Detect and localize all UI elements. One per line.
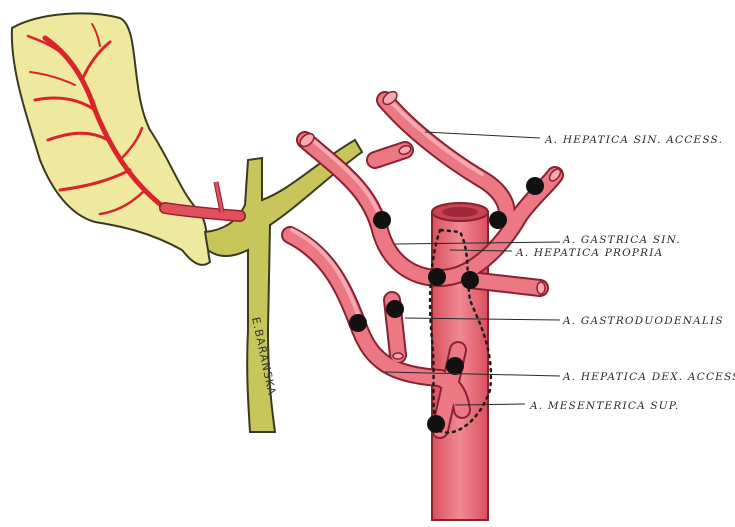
ligature-dot [461,271,479,289]
ligature-dot [446,357,464,375]
ligature-dot [489,211,507,229]
ligature-dot [526,177,544,195]
ligature-dot [349,314,367,332]
ligature-dot [427,415,445,433]
label-hepatica-sin-access: A. HEPATICA SIN. ACCESS. [544,134,723,146]
arteries [290,89,563,430]
liver [12,13,210,264]
label-gastrica-sin: A. GASTRICA SIN. [562,234,681,246]
ligature-dot [428,268,446,286]
label-mesenterica-sup: A. MESENTERICA SUP. [529,400,680,412]
label-hepatica-propria: A. HEPATICA PROPRIA [515,247,663,259]
ligature-dot [386,300,404,318]
ligature-dot [373,211,391,229]
label-hepatica-dex-access: A. HEPATICA DEX. ACCESS. [562,371,735,383]
label-gastroduodenalis: A. GASTRODUODENALIS [562,315,724,327]
